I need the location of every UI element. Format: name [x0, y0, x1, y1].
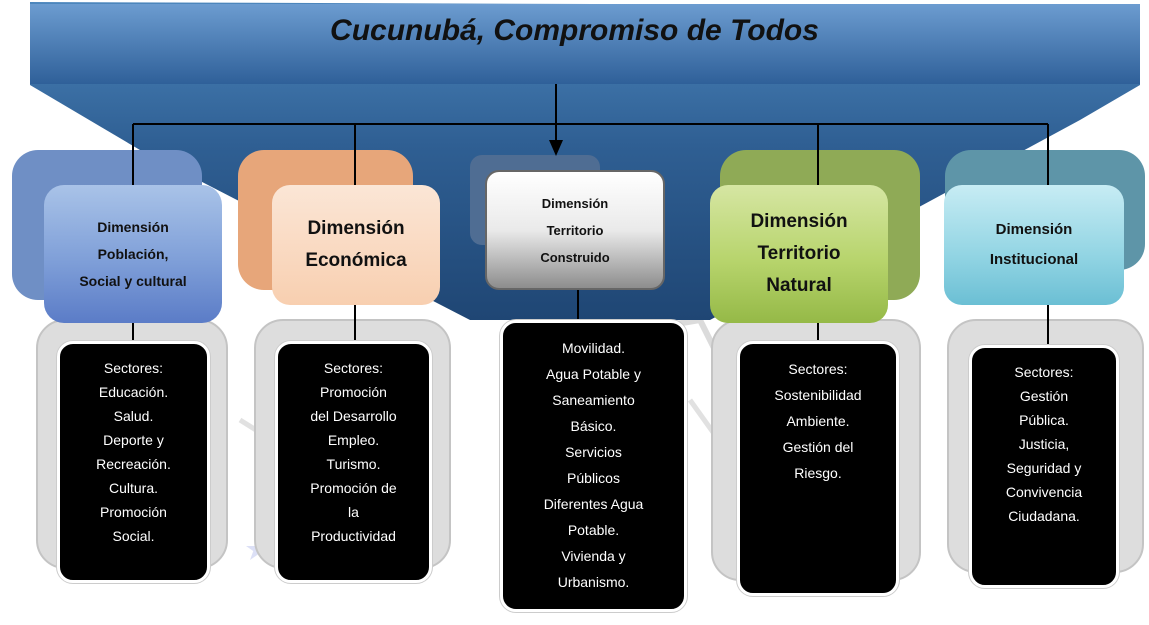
sector-line: Gestión: [1019, 388, 1069, 404]
sector-line: Social.: [112, 528, 155, 544]
dimension-territorio-construido-box: Dimensión Territorio Construido: [485, 170, 665, 290]
sector-line: Salud.: [113, 408, 154, 424]
arrow-head: [549, 140, 563, 156]
sector-line: Gestión del: [782, 439, 854, 455]
sectors-economica-panel: Sectores: Promoción del Desarrollo Emple…: [275, 341, 432, 583]
dimension-institucional-line-1: Dimensión: [995, 221, 1073, 238]
dimension-natural-line-3: Natural: [766, 275, 832, 296]
dimension-construido-line-1: Dimensión: [541, 195, 609, 211]
sector-line: Agua Potable y: [546, 366, 641, 382]
sector-line: Urbanismo.: [557, 574, 630, 590]
sector-line: Movilidad.: [561, 340, 626, 356]
sector-line: Empleo.: [327, 432, 380, 448]
sector-line: Turismo.: [326, 456, 381, 472]
sectors-institucional-panel: Sectores: Gestión Pública. Justicia, Seg…: [969, 345, 1119, 588]
dimension-poblacion-box: Dimensión Población, Social y cultural: [44, 185, 222, 323]
sector-line: del Desarrollo: [310, 408, 397, 424]
sector-line: Ciudadana.: [1008, 508, 1080, 524]
sector-line: Pública.: [1019, 412, 1069, 428]
sector-line: Sostenibilidad: [774, 387, 862, 403]
dimension-natural-line-1: Dimensión: [750, 211, 848, 232]
dimension-poblacion-line-3: Social y cultural: [79, 272, 187, 289]
dimension-economica-line-1: Dimensión: [307, 218, 405, 239]
sectors-natural-panel: Sectores: Sostenibilidad Ambiente. Gesti…: [737, 341, 899, 596]
sector-line: Promoción de: [310, 480, 397, 496]
dimension-poblacion-line-1: Dimensión: [97, 218, 169, 235]
dimension-construido-line-2: Territorio: [546, 222, 604, 238]
dimension-economica-box: Dimensión Económica: [272, 185, 440, 305]
sector-line: Diferentes Agua: [543, 496, 644, 512]
sector-line: Servicios: [565, 444, 622, 460]
dimension-institucional-box: Dimensión Institucional: [944, 185, 1124, 305]
sector-line: Sectores:: [788, 361, 848, 377]
sector-line: Promoción: [320, 384, 387, 400]
dimension-economica-line-2: Económica: [305, 250, 407, 271]
dimension-territorio-natural-box: Dimensión Territorio Natural: [710, 185, 888, 323]
sector-line: Básico.: [570, 418, 617, 434]
sectors-poblacion-panel: Sectores: Educación. Salud. Deporte y Re…: [57, 341, 210, 583]
sector-line: Deporte y: [103, 432, 164, 448]
sector-line: Sectores:: [1014, 364, 1074, 380]
sector-line: Sectores:: [323, 360, 384, 376]
diagram-title: Cucunubá, Compromiso de Todos: [330, 14, 819, 47]
sector-line: Sectores:: [103, 360, 164, 376]
sectors-construido-panel: Movilidad. Agua Potable y Saneamiento Bá…: [500, 320, 687, 612]
sector-line: Convivencia: [1005, 484, 1083, 500]
sector-line: Educación.: [98, 384, 169, 400]
dimension-institucional-line-2: Institucional: [989, 251, 1079, 268]
sector-line: Cultura.: [108, 480, 159, 496]
sector-line: Seguridad y: [1006, 460, 1082, 476]
sector-line: Justicia,: [1018, 436, 1070, 452]
sector-line: Riesgo.: [794, 465, 842, 481]
connector-lines: [132, 84, 1049, 347]
sector-line: Saneamiento: [552, 392, 635, 408]
sector-line: Vivienda y: [561, 548, 626, 564]
banner-bar: [30, 4, 1140, 84]
dimension-natural-line-2: Territorio: [757, 243, 841, 264]
sector-line: Promoción: [100, 504, 167, 520]
dimension-poblacion-line-2: Población,: [97, 245, 169, 262]
sector-line: Recreación.: [96, 456, 171, 472]
dimension-construido-line-3: Construido: [540, 249, 610, 265]
sector-line: Productividad: [311, 528, 396, 544]
sector-line: Públicos: [567, 470, 620, 486]
sector-line: Ambiente.: [786, 413, 850, 429]
sector-line: la: [348, 504, 359, 520]
sector-line: Potable.: [567, 522, 620, 538]
